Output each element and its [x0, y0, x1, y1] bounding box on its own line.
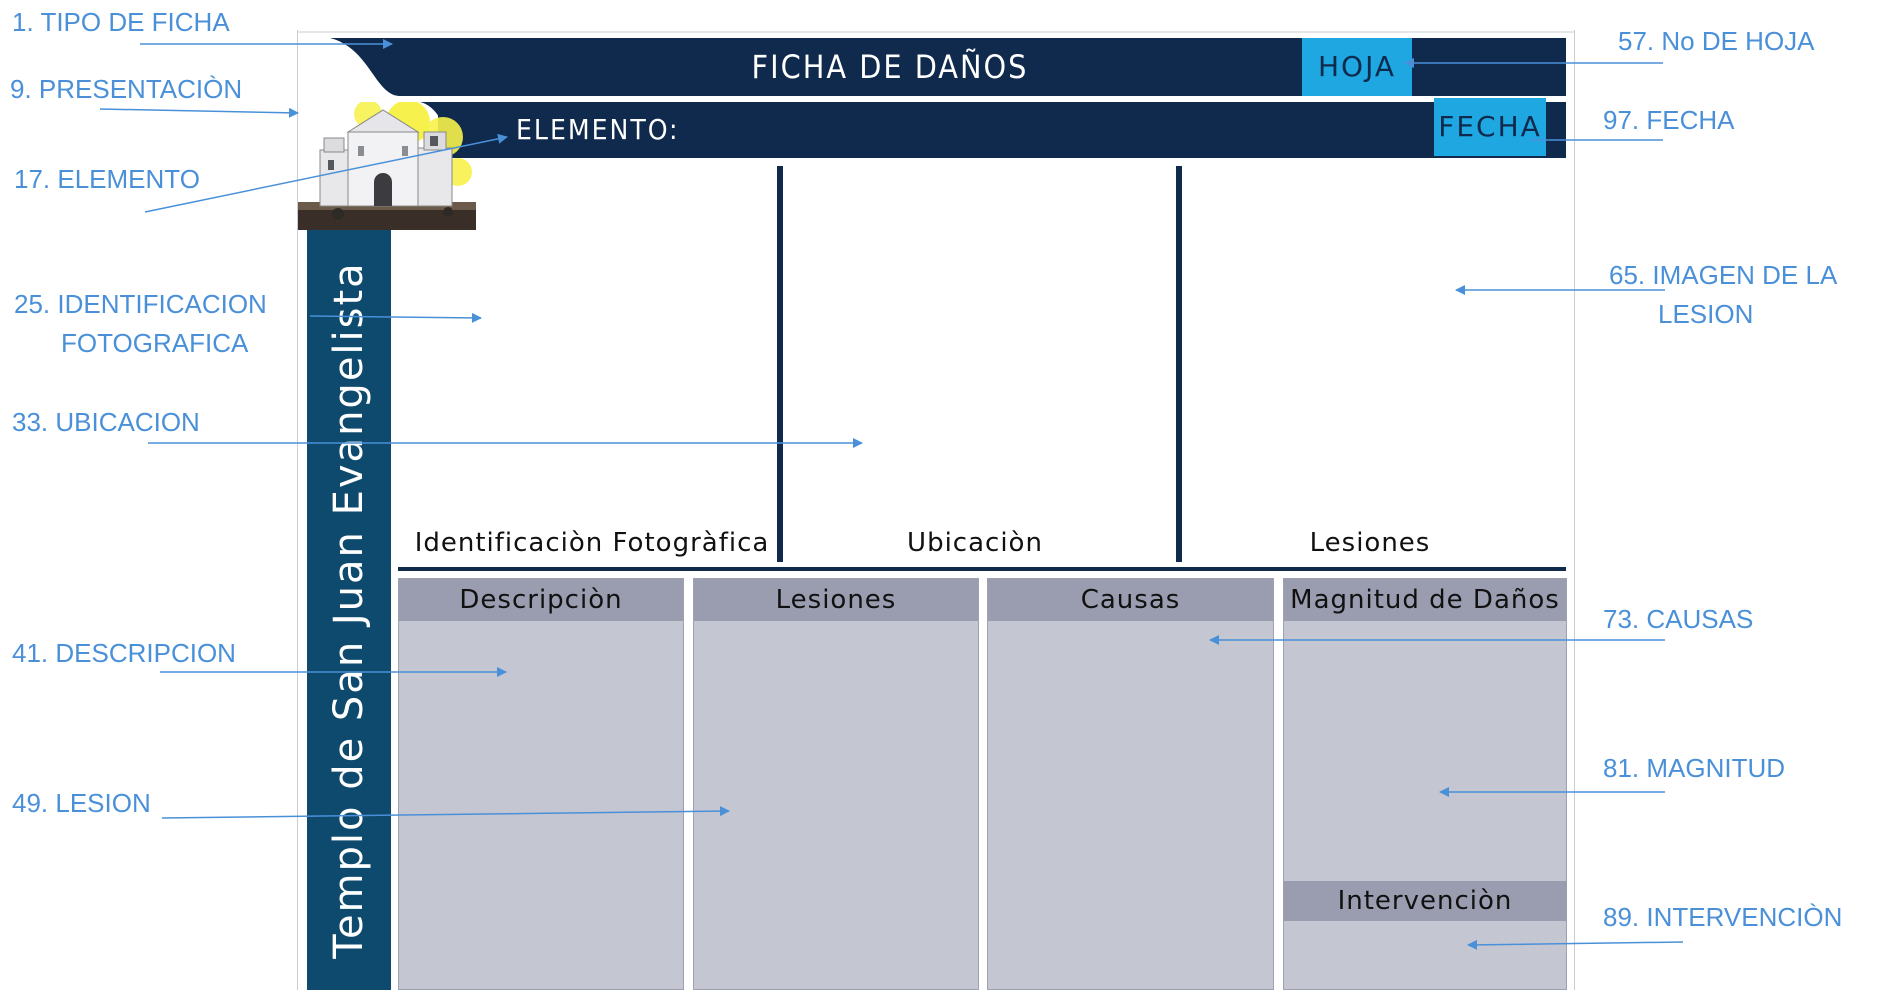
panel-header-lesiones: Lesiones — [694, 579, 978, 621]
church-photo — [298, 102, 476, 230]
arrow-presentacion — [99, 107, 299, 118]
column-label-lesiones: Lesiones — [1309, 528, 1431, 558]
panel-header-intervencion: Intervenciòn — [1283, 881, 1567, 921]
form-frame — [297, 30, 1575, 990]
callout-tipo-ficha: 1. TIPO DE FICHA — [12, 7, 230, 37]
arrow-identificacion — [309, 312, 482, 323]
callout-no-hoja: 57. No DE HOJA — [1618, 26, 1815, 56]
callout-descripcion: 41. DESCRIPCION — [12, 638, 236, 668]
callout-presentacion: 9. PRESENTACIÒN — [10, 74, 243, 104]
column-label-ubicacion: Ubicaciòn — [907, 528, 1043, 558]
fecha-box[interactable]: FECHA — [1434, 98, 1546, 156]
callout-imagen-2: LESION — [1658, 299, 1754, 329]
callout-imagen: 65. IMAGEN DE LA — [1609, 260, 1838, 290]
panel-header-magnitud: Magnitud de Daños — [1284, 579, 1566, 621]
arrow-elemento — [144, 133, 508, 213]
header-curve-shape — [330, 38, 420, 96]
callout-ubicacion: 33. UBICACION — [12, 407, 200, 437]
side-bar — [307, 230, 391, 990]
elemento-label: ELEMENTO: — [516, 113, 680, 146]
column-label-identificacion: Identificaciòn Fotogràfica — [414, 528, 770, 558]
callout-magnitud: 81. MAGNITUD — [1603, 753, 1786, 783]
callout-identificacion: 25. IDENTIFICACION — [14, 289, 267, 319]
section-divider — [398, 567, 1566, 571]
panel-magnitud[interactable]: Magnitud de Daños — [1283, 578, 1567, 990]
panel-lesiones[interactable]: Lesiones — [693, 578, 979, 990]
column-divider — [777, 166, 783, 562]
callout-lesion: 49. LESION — [12, 788, 151, 818]
arrow-intervencion — [1467, 939, 1684, 950]
callout-identificacion-2: FOTOGRAFICA — [61, 328, 249, 358]
panel-header-causas: Causas — [988, 579, 1273, 621]
callout-causas: 73. CAUSAS — [1603, 604, 1754, 634]
arrow-lesion — [161, 806, 730, 819]
callout-elemento: 17. ELEMENTO — [14, 164, 200, 194]
panel-header-descripcion: Descripciòn — [399, 579, 683, 621]
panel-causas[interactable]: Causas — [987, 578, 1274, 990]
ficha-title: FICHA DE DAÑOS — [751, 48, 1029, 86]
elemento-bar — [438, 102, 1566, 158]
callout-intervencion: 89. INTERVENCIÒN — [1603, 902, 1843, 932]
hoja-box[interactable]: HOJA — [1302, 38, 1412, 96]
column-divider — [1176, 166, 1182, 562]
callout-fecha: 97. FECHA — [1603, 105, 1735, 135]
